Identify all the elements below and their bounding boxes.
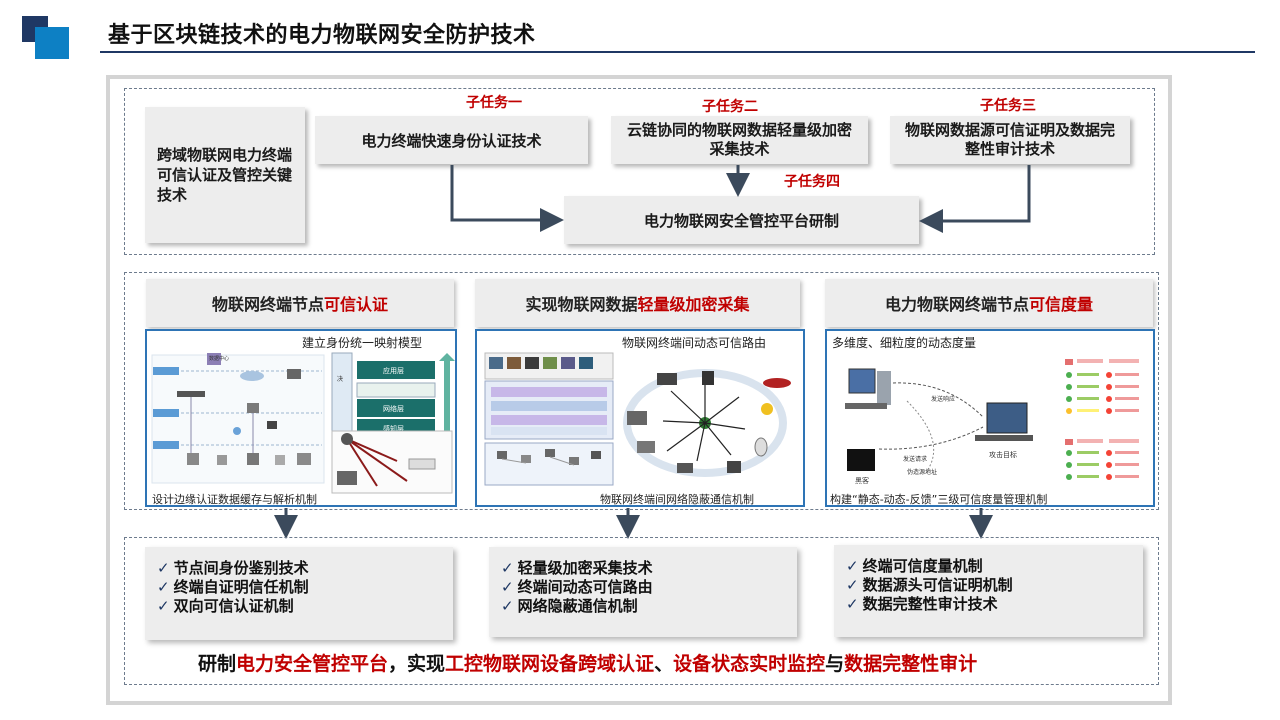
- subtask-3-box: 物联网数据源可信证明及数据完整性审计技术: [890, 116, 1130, 164]
- panel-3-item-text: 终端可信度量机制: [862, 557, 983, 575]
- panel-2-caption-top: 物联网终端间动态可信路由: [622, 336, 767, 350]
- check-icon: ✓: [157, 559, 170, 577]
- middle-section-border: [124, 272, 1159, 510]
- summary-part: 、: [654, 653, 674, 675]
- panel-2-item: ✓终端间动态可信路由: [501, 578, 797, 597]
- panel-1-heading-highlight: 可信认证: [324, 295, 389, 314]
- panel-1-item: ✓终端自证明信任机制: [157, 578, 453, 597]
- panel-3-attack-label: 攻击目标: [989, 450, 1017, 459]
- panel-2-heading-highlight: 轻量级加密采集: [637, 295, 750, 314]
- panel-3-caption-top: 多维度、细粒度的动态度量: [832, 336, 977, 350]
- svg-text:决: 决: [337, 375, 343, 383]
- subtask-1-label: 子任务一: [466, 95, 522, 111]
- subtask-4-label: 子任务四: [784, 174, 840, 190]
- check-icon: ✓: [157, 578, 170, 596]
- panel-3-forge-label: 伪造源地址: [907, 468, 937, 476]
- panel-3-caption-bottom: 构建“静态-动态-反馈”三级可信度量管理机制: [830, 493, 1048, 506]
- subtask-4-text: 电力物联网安全管控平台研制: [643, 211, 839, 230]
- check-icon: ✓: [157, 597, 170, 615]
- panel-3-heading-highlight: 可信度量: [1029, 295, 1094, 314]
- panel-1-caption-top: 建立身份统一映射模型: [302, 336, 423, 350]
- arrow-task3-to-platform: [919, 165, 1031, 233]
- core-topic-box: 跨域物联网电力终端可信认证及管控关键技术: [145, 107, 305, 243]
- summary-highlight: 工控物联网设备跨域认证: [445, 653, 655, 675]
- panel-1-perc-layer-label: 感知层: [383, 424, 404, 433]
- subtask-2-text: 云链协同的物联网数据轻量级加密采集技术: [626, 121, 852, 158]
- panel-1-app-layer-label: 应用层: [383, 366, 404, 375]
- panel-2-techniques: ✓轻量级加密采集技术 ✓终端间动态可信路由 ✓网络隐蔽通信机制: [489, 547, 797, 637]
- summary-statement: 研制电力安全管控平台，实现工控物联网设备跨域认证、设备状态实时监控与数据完整性审…: [198, 649, 977, 676]
- check-icon: ✓: [501, 597, 514, 615]
- panel-1-item: ✓双向可信认证机制: [157, 597, 453, 616]
- panel-2-caption-bottom: 物联网终端间网络隐蔽通信机制: [600, 493, 754, 506]
- panel-1-item-text: 节点间身份鉴别技术: [173, 559, 309, 577]
- panel-1-heading-text: 物联网终端节点: [211, 295, 324, 314]
- panel-2-heading: 实现物联网数据轻量级加密采集: [475, 279, 800, 327]
- panel-3-black-label: 黑客: [855, 476, 869, 485]
- summary-highlight: 设备状态实时监控: [673, 653, 826, 675]
- summary-part: ，实现: [388, 653, 446, 675]
- panel-3-item: ✓终端可信度量机制: [846, 557, 1143, 576]
- panel-3-heading-text: 电力物联网终端节点: [884, 295, 1029, 314]
- panel-1-network-illustration: 数据中心 决 应用层 网络层 感知层: [151, 352, 455, 494]
- panel-3-item: ✓数据源头可信证明机制: [846, 576, 1143, 595]
- summary-highlight: 数据完整性审计: [844, 653, 978, 675]
- panel-1-item-text: 双向可信认证机制: [173, 597, 294, 615]
- check-icon: ✓: [846, 557, 859, 575]
- panel-2-item-text: 网络隐蔽通信机制: [517, 597, 638, 615]
- panel-1-caption-bottom: 设计边缘认证数据缓存与解析机制: [152, 493, 317, 506]
- panel-3-item: ✓数据完整性审计技术: [846, 595, 1143, 614]
- panel-2-item: ✓轻量级加密采集技术: [501, 559, 797, 578]
- check-icon: ✓: [501, 559, 514, 577]
- panel-3-heading: 电力物联网终端节点可信度量: [825, 279, 1153, 327]
- panel-2-routing-illustration: [484, 352, 791, 486]
- page-title: 基于区块链技术的电力物联网安全防护技术: [108, 23, 536, 48]
- top-section-border: [124, 88, 1155, 255]
- panel-1-item: ✓节点间身份鉴别技术: [157, 559, 453, 578]
- subtask-2-label: 子任务二: [702, 99, 758, 115]
- bottom-section-border: [124, 537, 1159, 685]
- subtask-1-text: 电力终端快速身份认证技术: [361, 131, 542, 150]
- panel-3-send-req-label: 发送请求: [903, 455, 927, 463]
- summary-part: 研制: [198, 653, 237, 675]
- header-divider: [100, 51, 1255, 53]
- panel-3-measurement-illustration: 黑客 攻击目标 发送响应 发送请求 伪造源地址: [845, 359, 1139, 485]
- panel-3-techniques: ✓终端可信度量机制 ✓数据源头可信证明机制 ✓数据完整性审计技术: [834, 545, 1143, 637]
- subtask-4-box: 电力物联网安全管控平台研制: [564, 196, 919, 244]
- arrow-task1-to-platform: [450, 165, 564, 232]
- panel-1-datacenter-label: 数据中心: [209, 355, 229, 362]
- panel-3-item-text: 数据源头可信证明机制: [862, 576, 1013, 594]
- panel-1-item-text: 终端自证明信任机制: [173, 578, 309, 596]
- check-icon: ✓: [846, 595, 859, 613]
- panel-1-net-layer-label: 网络层: [383, 404, 404, 413]
- summary-highlight: 电力安全管控平台: [236, 653, 389, 675]
- summary-part: 与: [825, 653, 845, 675]
- check-icon: ✓: [501, 578, 514, 596]
- panel-2-figure: 物联网终端间动态可信路由: [475, 329, 805, 507]
- subtask-3-label: 子任务三: [980, 98, 1036, 114]
- panel-3-figure: 多维度、细粒度的动态度量 黑客 攻击目标 发送响应 发送请求 伪造源地址: [825, 329, 1155, 507]
- panel-2-item-text: 轻量级加密采集技术: [517, 559, 653, 577]
- panel-2-item-text: 终端间动态可信路由: [517, 578, 653, 596]
- panel-1-techniques: ✓节点间身份鉴别技术 ✓终端自证明信任机制 ✓双向可信认证机制: [145, 547, 453, 640]
- panel-1-figure: 建立身份统一映射模型 数据中心 决 应用层 网络层 感知层: [145, 329, 457, 507]
- panel-3-send-resp-label: 发送响应: [931, 395, 955, 403]
- panel-1-heading: 物联网终端节点可信认证: [146, 279, 454, 327]
- subtask-1-box: 电力终端快速身份认证技术: [315, 116, 588, 164]
- panel-2-item: ✓网络隐蔽通信机制: [501, 597, 797, 616]
- panel-3-item-text: 数据完整性审计技术: [862, 595, 998, 613]
- check-icon: ✓: [846, 576, 859, 594]
- core-topic-text: 跨域物联网电力终端可信认证及管控关键技术: [157, 146, 293, 204]
- panel-2-heading-text: 实现物联网数据: [525, 295, 638, 314]
- subtask-2-box: 云链协同的物联网数据轻量级加密采集技术: [611, 116, 868, 164]
- subtask-3-text: 物联网数据源可信证明及数据完整性审计技术: [904, 121, 1115, 158]
- logo-blue-square: [35, 27, 69, 59]
